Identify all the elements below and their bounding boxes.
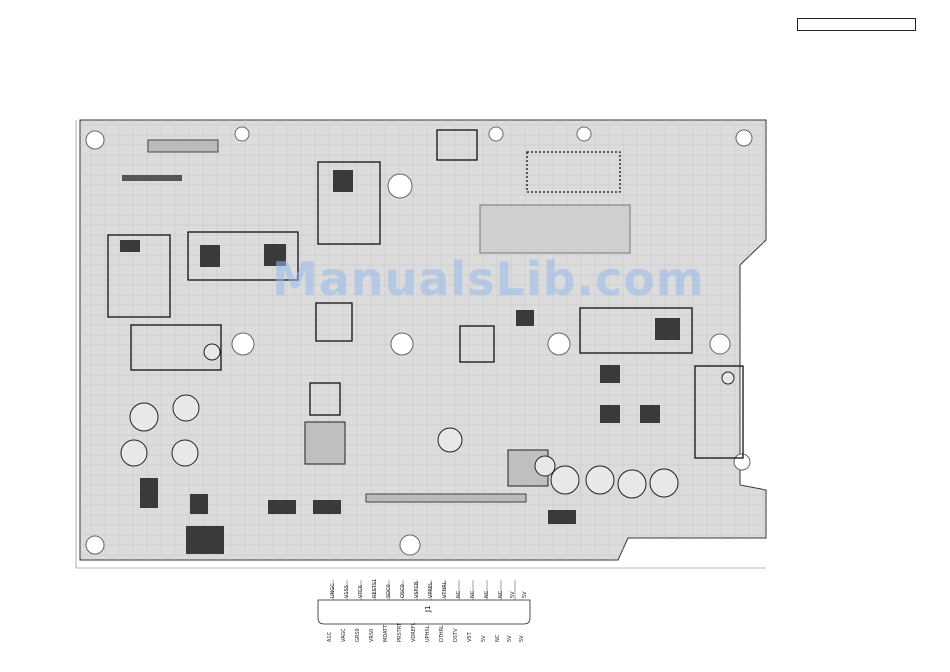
pin-label: NC bbox=[498, 591, 504, 598]
pin-label: 5V bbox=[510, 591, 516, 598]
pin-label: UPHSL bbox=[425, 626, 431, 642]
pin-label: A1C bbox=[327, 632, 333, 642]
pin-label: NC bbox=[470, 591, 476, 598]
pin-label: VAGC bbox=[341, 628, 347, 642]
pin-label: VSFCB bbox=[414, 582, 420, 598]
connector-reference: J1 bbox=[424, 605, 432, 612]
pin-label: SDC0 bbox=[386, 584, 392, 598]
pin-label: NC bbox=[484, 591, 490, 598]
pin-label: V1SS bbox=[344, 585, 350, 598]
pin-label: 5V bbox=[519, 635, 525, 642]
pin-label: DSTV bbox=[453, 629, 459, 643]
pin-label: VPREL bbox=[428, 582, 434, 598]
pin-label: UNGC bbox=[330, 583, 336, 598]
pin-label: NC bbox=[495, 635, 501, 642]
pin-label: VDREFL bbox=[411, 622, 417, 642]
watermark: ManualsLib.com bbox=[272, 252, 705, 306]
pin-label: GRS0 bbox=[355, 628, 361, 642]
pin-label: DTHRL bbox=[439, 625, 445, 642]
pin-label: VRS0 bbox=[369, 629, 375, 642]
pin-label: 5V bbox=[522, 591, 528, 598]
pin-label: 5V bbox=[481, 635, 487, 642]
pin-label: PRSTRT bbox=[397, 623, 403, 642]
pin-label: VTC6 bbox=[358, 585, 364, 598]
pin-label: 5V bbox=[507, 635, 513, 642]
pin-label: MDATT bbox=[383, 625, 389, 642]
pin-label: NC bbox=[456, 591, 462, 598]
pin-label: V5T bbox=[467, 632, 473, 642]
pin-label: OSC0 bbox=[400, 584, 406, 598]
pin-label: VTHRL bbox=[442, 582, 448, 599]
pin-label: RESTS1 bbox=[372, 579, 378, 598]
